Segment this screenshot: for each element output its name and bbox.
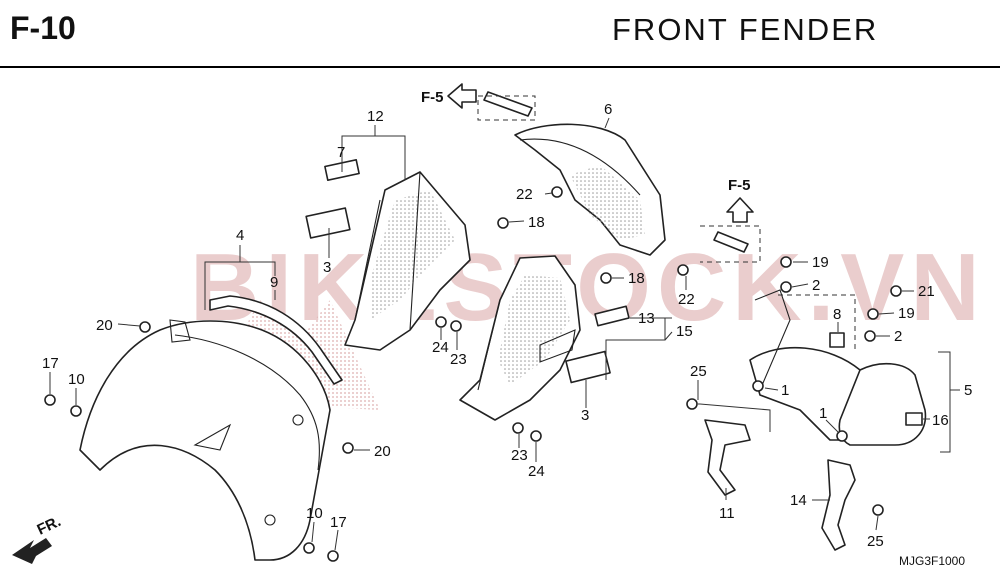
inner-fender-b-part [459, 255, 581, 421]
callout-10a: 10 [68, 371, 85, 388]
callout-24b: 24 [528, 463, 545, 480]
callout-25b: 25 [867, 533, 884, 550]
callout-10b: 10 [306, 505, 323, 522]
callout-20b: 20 [374, 443, 391, 460]
callout-17b: 17 [330, 514, 347, 531]
watermark-text: BIKESTOCK.VN [190, 234, 986, 341]
front-fender-part [79, 319, 331, 561]
clip-16-part [905, 412, 923, 426]
callout-18a: 18 [528, 214, 545, 231]
callout-9: 9 [270, 274, 278, 291]
callout-5: 5 [964, 382, 972, 399]
callout-2a: 2 [812, 277, 820, 294]
ref-label-f5-up: F-5 [728, 177, 751, 194]
callout-24a: 24 [432, 339, 449, 356]
rear-fender-part [514, 123, 666, 256]
callout-23b: 23 [511, 447, 528, 464]
callout-12: 12 [367, 108, 384, 125]
callout-25a: 25 [690, 363, 707, 380]
callout-21: 21 [918, 283, 935, 300]
callout-15: 15 [676, 323, 693, 340]
callouts: 12 7 3 4 9 20 17 10 20 10 17 24 23 18 18… [42, 101, 972, 550]
reference-arrow-f5-left: F-5 [421, 83, 536, 121]
front-direction-arrow: FR. [12, 513, 64, 564]
diagram-title: FRONT FENDER [612, 12, 879, 47]
callout-19b: 19 [898, 305, 915, 322]
callout-11: 11 [719, 505, 735, 522]
callout-8: 8 [833, 306, 841, 323]
callout-13: 13 [638, 310, 655, 327]
inner-fender-a-part [344, 171, 471, 351]
callout-20a: 20 [96, 317, 113, 334]
callout-22b: 22 [678, 291, 695, 308]
callout-18b: 18 [628, 270, 645, 287]
pad-13-part [594, 305, 630, 327]
pad-3a-part [305, 207, 351, 239]
callout-1a: 1 [781, 382, 789, 399]
callout-16: 16 [932, 412, 949, 429]
mud-flap-assembly-part [749, 289, 927, 446]
callout-7: 7 [337, 144, 345, 161]
callout-23a: 23 [450, 351, 467, 368]
bracket-14-part [821, 459, 856, 551]
callout-4: 4 [236, 227, 244, 244]
callout-17a: 17 [42, 355, 59, 372]
callout-6: 6 [604, 101, 612, 118]
direction-label: FR. [35, 513, 64, 539]
callout-3b: 3 [581, 407, 589, 424]
reference-arrow-f5-up: F-5 [700, 177, 761, 263]
callout-14: 14 [790, 492, 807, 509]
header-divider [0, 66, 1000, 68]
callout-3a: 3 [323, 259, 331, 276]
pad-3b-part [565, 350, 611, 384]
leader-lines [49, 117, 960, 551]
callout-1b: 1 [819, 405, 827, 422]
clip-8-part [829, 332, 845, 348]
ref-label-f5-left: F-5 [421, 89, 444, 106]
callout-22a: 22 [516, 186, 533, 203]
diagram-section-code: F-10 [10, 10, 76, 46]
fender-strip-part [209, 295, 343, 385]
callout-19a: 19 [812, 254, 829, 271]
callout-2b: 2 [894, 328, 902, 345]
bolts [44, 91, 902, 562]
bracket-11-part [704, 419, 751, 496]
diagram-reference-code: MJG3F1000 [899, 554, 965, 568]
